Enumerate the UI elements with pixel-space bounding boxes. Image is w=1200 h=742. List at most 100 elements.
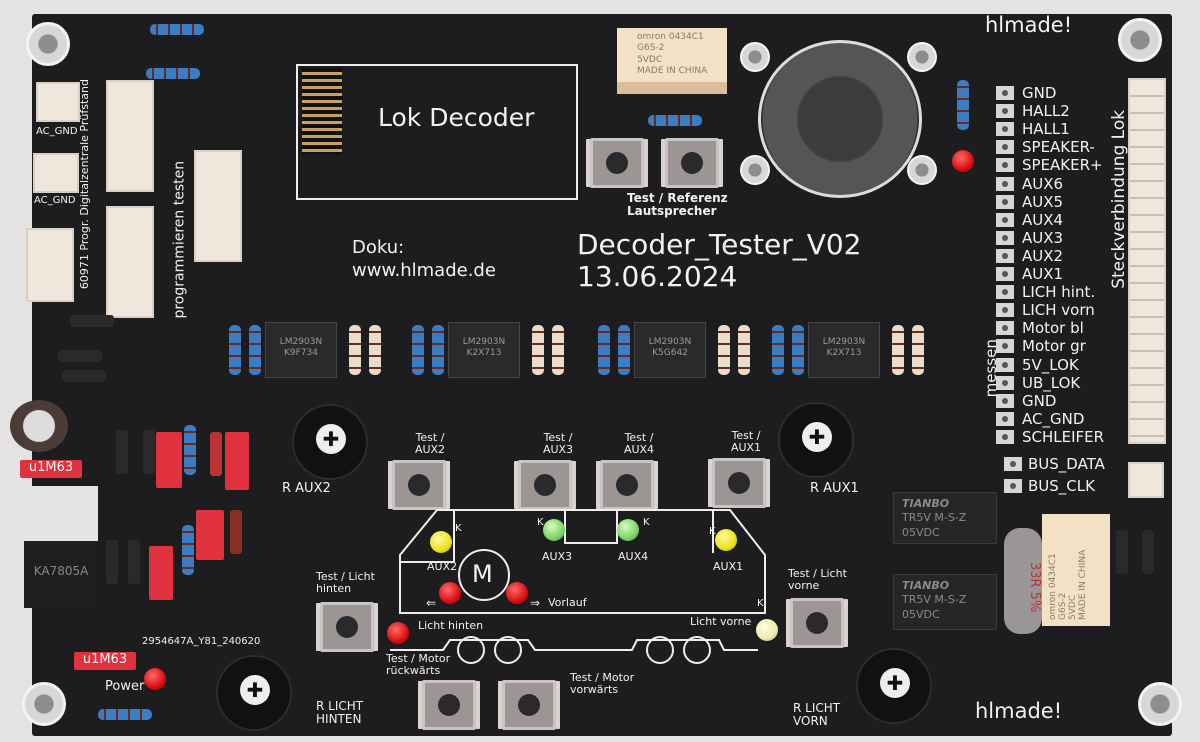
ic-code: K2X713	[826, 347, 862, 358]
electrolytic-capacitor	[10, 400, 68, 452]
test-aux1-button[interactable]	[712, 458, 766, 508]
resistor	[957, 80, 969, 130]
capacitor	[225, 432, 249, 490]
test-motor-rueckwaerts-button[interactable]	[422, 680, 476, 730]
status-led	[952, 150, 974, 172]
test-aux3-label: Test / AUX3	[542, 431, 574, 457]
ic-part: LM2903N	[822, 337, 866, 347]
pot-licht-vorn-label: R LICHT VORN	[793, 701, 841, 729]
ic-code: K2X713	[466, 347, 502, 358]
measure-pad[interactable]	[996, 303, 1014, 318]
licht-vorne-label: Licht vorne	[690, 615, 752, 628]
pin-label: AUX2	[1022, 246, 1064, 265]
measure-pad[interactable]	[996, 158, 1014, 173]
pin-label: GND	[1022, 84, 1057, 102]
test-aux4-button[interactable]	[600, 460, 654, 510]
potentiometer-aux2[interactable]	[292, 404, 368, 480]
measure-pad[interactable]	[996, 86, 1014, 100]
pin-label: AUX5	[1022, 192, 1064, 211]
test-connector	[194, 150, 242, 262]
pot-licht-hinten-label: R LICHT HINTEN	[316, 699, 364, 727]
pin-label: HALL2	[1022, 102, 1070, 121]
speaker-reference-button[interactable]	[665, 138, 719, 188]
pot-aux1-label: R AUX1	[810, 481, 859, 496]
loco-aux3-label: AUX3	[542, 550, 573, 563]
mounting-screw	[22, 682, 66, 726]
measure-pad[interactable]	[996, 230, 1014, 245]
loco-chassis	[390, 639, 758, 651]
bus-pad[interactable]	[1004, 479, 1022, 493]
measure-pad[interactable]	[996, 321, 1014, 336]
brand-top: hlmade!	[985, 13, 1073, 37]
ic-code: K9F734	[284, 347, 318, 358]
relay-brand: TIANBO	[902, 497, 950, 510]
pin-label: AUX4	[1022, 210, 1064, 229]
ic-part: LM2903N	[462, 337, 506, 347]
test-licht-vorne-button[interactable]	[790, 598, 844, 648]
pin-label: HALL1	[1022, 120, 1070, 139]
loco-aux1-label: AUX1	[713, 560, 744, 573]
resistor	[892, 325, 904, 375]
measure-pad[interactable]	[996, 339, 1014, 354]
measure-pad[interactable]	[996, 267, 1014, 281]
regulator-label: KA7805A	[33, 564, 89, 578]
test-aux2-button[interactable]	[392, 460, 446, 510]
comparator-ic: LM2903N K2X713	[448, 322, 520, 378]
power-led	[144, 668, 166, 690]
measure-pad[interactable]	[996, 357, 1014, 372]
pin-label: 5V_LOK	[1022, 355, 1079, 374]
measure-pad[interactable]	[996, 429, 1014, 444]
relay-voltage: 5VDC	[637, 54, 663, 65]
test-licht-hinten-button[interactable]	[320, 602, 374, 652]
potentiometer-aux1[interactable]	[778, 402, 854, 478]
measure-pad[interactable]	[996, 104, 1014, 119]
potentiometer-licht-hinten[interactable]	[216, 655, 292, 731]
pin-label: GND	[1022, 391, 1057, 410]
resistor	[618, 325, 630, 375]
measure-pad[interactable]	[996, 212, 1014, 227]
led-licht-hinten	[387, 622, 409, 644]
power-resistor-value: 33R 5%	[1027, 561, 1042, 613]
loco-center-box	[564, 510, 618, 544]
loco-aux2-label: AUX2	[427, 560, 458, 573]
resistor	[229, 325, 241, 375]
speaker-test-button[interactable]	[590, 138, 644, 188]
measure-pad[interactable]	[996, 140, 1014, 155]
loco-aux4-label: AUX4	[618, 550, 649, 563]
led-motor-forward	[506, 582, 528, 604]
ac-gnd-label: AC_GND	[36, 126, 78, 137]
led-motor-reverse	[439, 582, 461, 604]
measure-pad[interactable]	[996, 285, 1014, 300]
measure-pad[interactable]	[996, 248, 1014, 263]
test-motor-vorwaerts-button[interactable]	[502, 680, 556, 730]
measure-pad[interactable]	[996, 176, 1014, 191]
measure-pad[interactable]	[996, 122, 1014, 137]
speaker-test-line2: Lautsprecher	[627, 204, 717, 219]
pot-aux2-label: R AUX2	[282, 481, 331, 496]
wheel	[457, 636, 485, 664]
voltage-regulator: KA7805A	[24, 486, 98, 608]
resistor	[182, 525, 194, 575]
relay-omron-bottom: omron 0434C1 G6S-2 5VDC MADE IN CHINA	[1042, 514, 1110, 626]
pin-label: UB_LOK	[1022, 373, 1081, 392]
potentiometer-licht-vorn[interactable]	[856, 648, 932, 724]
motor-symbol	[458, 549, 510, 601]
relay-omron: omron 0434C1 G6S-2 5VDC MADE IN CHINA	[617, 28, 727, 94]
bus-pad[interactable]	[1004, 457, 1022, 471]
speaker-test-label: Test / Referenz Lautsprecher	[627, 191, 728, 219]
arrow-left: ⇐	[426, 596, 437, 610]
measure-pad[interactable]	[996, 375, 1014, 390]
relay-brand: TIANBO	[902, 579, 950, 592]
pin-label: AUX6	[1022, 174, 1064, 193]
diode	[62, 370, 106, 382]
test-motor-rueck-label: Test / Motor rückwärts	[386, 652, 451, 678]
diode	[143, 430, 155, 474]
power-label: Power	[105, 679, 145, 694]
loco-body	[399, 509, 766, 614]
resistor	[249, 325, 261, 375]
test-aux3-button[interactable]	[518, 460, 572, 510]
measure-pad[interactable]	[996, 411, 1014, 426]
comparator-ic: LM2903N K5G642	[634, 322, 706, 378]
measure-pad[interactable]	[996, 194, 1014, 209]
measure-pad[interactable]	[996, 393, 1014, 408]
